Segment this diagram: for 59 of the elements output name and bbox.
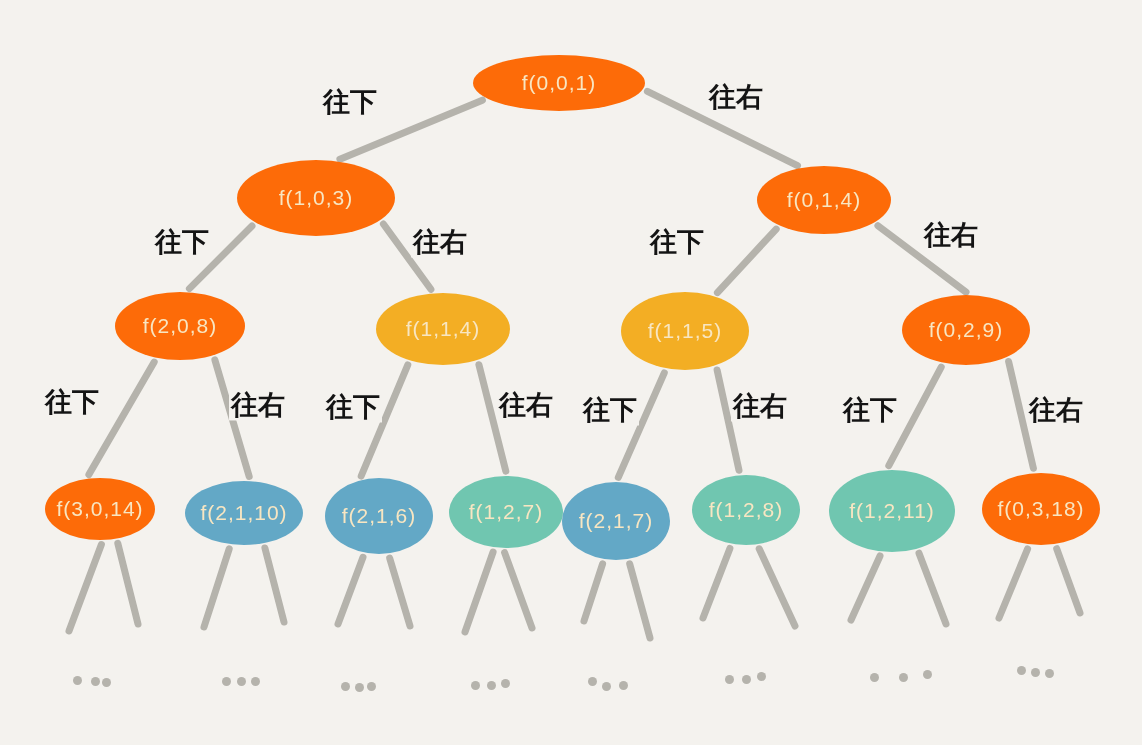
branch-line <box>114 539 142 628</box>
edge-label: 往右 <box>497 389 555 421</box>
branch-line <box>614 369 668 481</box>
branch-line <box>713 366 743 474</box>
branch-line <box>626 560 654 642</box>
call-ellipse: f(0,3,18) <box>982 473 1100 545</box>
branch-line <box>1053 545 1084 617</box>
call-ellipse: f(2,1,6) <box>325 478 433 554</box>
call-ellipse: f(1,1,5) <box>621 292 749 370</box>
edge-label: 往右 <box>707 81 765 113</box>
call-ellipse: f(0,2,9) <box>902 295 1030 365</box>
branch-line <box>885 363 945 470</box>
branch-line <box>915 549 950 628</box>
call-ellipse: f(1,2,11) <box>829 470 955 552</box>
branch-line <box>874 222 970 296</box>
branch-line <box>995 545 1032 622</box>
edge-label: 往下 <box>153 226 211 258</box>
branch-line <box>580 560 607 625</box>
call-ellipse: f(0,1,4) <box>757 166 891 234</box>
call-ellipse: f(1,0,3) <box>237 160 395 236</box>
branch-line <box>643 87 801 170</box>
branch-line <box>185 222 256 293</box>
branch-line <box>475 361 510 475</box>
branch-line <box>85 358 158 479</box>
call-ellipse: f(2,0,8) <box>115 292 245 360</box>
edge-label: 往右 <box>229 389 287 421</box>
edge-label: 往下 <box>321 86 379 118</box>
branch-line <box>755 545 799 630</box>
branch-line <box>1005 358 1037 472</box>
branch-line <box>699 544 734 622</box>
call-ellipse: f(1,2,7) <box>449 476 563 548</box>
edge-label: 往下 <box>841 394 899 426</box>
edge-label: 往下 <box>581 394 639 426</box>
call-ellipse: f(0,0,1) <box>473 55 645 111</box>
edge-label: 往右 <box>411 226 469 258</box>
edge-label: 往右 <box>731 390 789 422</box>
call-ellipse: f(3,0,14) <box>45 478 155 540</box>
branch-line <box>501 549 536 632</box>
branch-line <box>65 541 105 635</box>
branch-line <box>713 225 780 297</box>
branch-line <box>200 545 233 631</box>
edge-label: 往右 <box>922 219 980 251</box>
edge-label: 往下 <box>324 391 382 423</box>
branch-line <box>334 553 367 628</box>
branch-line <box>379 220 435 293</box>
branch-line <box>357 361 412 480</box>
branch-line <box>211 356 253 480</box>
branch-line <box>461 548 497 636</box>
branch-line <box>261 544 288 626</box>
edge-label: 往下 <box>43 386 101 418</box>
edge-label: 往下 <box>648 226 706 258</box>
call-ellipse: f(1,1,4) <box>376 293 510 365</box>
branch-line <box>336 96 486 163</box>
branch-line <box>386 554 414 630</box>
call-ellipse: f(2,1,10) <box>185 481 303 545</box>
edge-label: 往右 <box>1027 394 1085 426</box>
call-ellipse: f(1,2,8) <box>692 475 800 545</box>
branch-line <box>847 552 884 624</box>
call-ellipse: f(2,1,7) <box>562 482 670 560</box>
